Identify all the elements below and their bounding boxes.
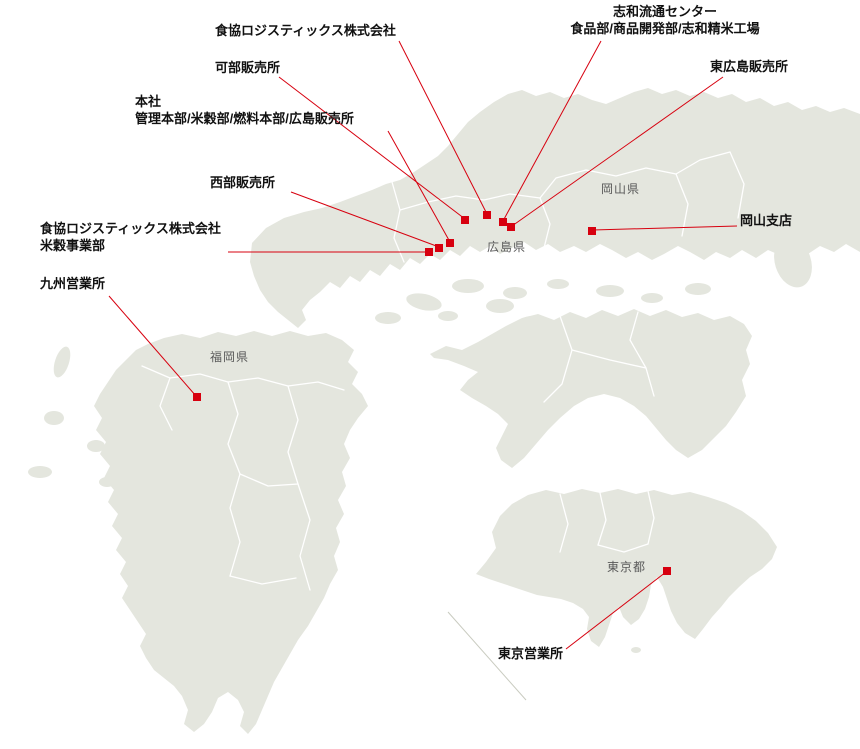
marker-shokkyo-logistics-hq: [483, 211, 491, 219]
label-okayama-branch: 岡山支店: [740, 213, 793, 228]
island: [126, 552, 154, 588]
border-line: [287, 385, 299, 485]
marker-shiwa-distribution-center: [499, 218, 507, 226]
border-line: [675, 173, 689, 237]
marker-seibu-sales-office: [435, 244, 443, 252]
label-shiwa-title: 志和流通センター: [612, 4, 717, 19]
island: [486, 299, 514, 313]
marker-kyushu-sales-office: [193, 393, 201, 401]
seto-inland-sea-islands: [375, 236, 812, 328]
border-line: [229, 473, 241, 577]
prefecture-label-tokyo: 東京都: [607, 560, 647, 574]
label-shiwa-distribution-center: 志和流通センター 食品部/商品開発部/志和精米工場: [545, 3, 785, 37]
label-head-office: 本社 管理本部/米穀部/燃料本部/広島販売所: [135, 93, 354, 127]
landmass-shikoku: [430, 309, 752, 468]
border-line: [229, 575, 297, 585]
marker-shokkyo-logistics-rice: [425, 248, 433, 256]
border-line: [391, 181, 405, 263]
border-line: [729, 151, 745, 219]
label-rice-title: 食協ロジスティックス株式会社: [40, 221, 221, 236]
island: [520, 316, 544, 328]
border-line: [571, 349, 647, 369]
label-tokyo-sales-office: 東京営業所: [498, 646, 564, 661]
marker-tokyo-sales-office: [663, 567, 671, 575]
leader-line-shokkyo-logistics-hq: [398, 40, 488, 215]
label-shokkyo-logistics-hq: 食協ロジスティックス株式会社: [215, 23, 396, 38]
island: [596, 285, 624, 297]
marker-head-office: [446, 239, 454, 247]
label-rice-sub: 米穀事業部: [40, 238, 106, 253]
border-line: [647, 490, 655, 545]
border-line: [297, 483, 311, 591]
island: [503, 287, 527, 299]
border-line: [141, 365, 345, 391]
border-line: [227, 381, 241, 475]
border-line: [597, 543, 649, 553]
location-markers: [193, 211, 671, 575]
leader-line-kabe: [278, 76, 466, 220]
island: [406, 293, 442, 311]
landmass-kanto-inset: [476, 489, 777, 647]
prefecture-borders: [141, 151, 745, 591]
island: [375, 312, 401, 324]
label-shokkyo-logistics-rice: 食協ロジスティックス株式会社 米穀事業部: [40, 220, 221, 254]
border-line: [629, 311, 655, 397]
inset-divider-line: [447, 611, 527, 701]
island: [148, 592, 168, 616]
leader-line-shiwa: [502, 40, 602, 222]
island: [631, 647, 641, 653]
island: [774, 236, 812, 288]
border-line: [597, 492, 607, 546]
border-line: [399, 193, 541, 211]
island: [685, 283, 711, 295]
leader-line-okayama-branch: [592, 225, 738, 231]
label-head-office-sub: 管理本部/米穀部/燃料本部/広島販売所: [135, 111, 354, 126]
island: [53, 346, 71, 378]
island: [438, 311, 458, 321]
prefecture-label-okayama: 岡山県: [601, 182, 641, 196]
prefecture-label-fukuoka: 福岡県: [210, 350, 250, 364]
leader-line-higashihiroshima: [511, 76, 724, 227]
leader-line-head-office: [387, 130, 451, 243]
leader-line-kyushu: [108, 295, 197, 397]
leader-lines: [108, 40, 738, 650]
west-kyushu-islands: [28, 346, 168, 616]
label-kyushu-sales-office: 九州営業所: [40, 276, 106, 291]
island: [87, 440, 105, 452]
border-line: [543, 315, 573, 403]
border-line: [559, 493, 569, 553]
border-line: [239, 473, 299, 487]
island: [44, 411, 64, 425]
island: [99, 477, 115, 487]
landmass-chugoku-honshu: [250, 88, 860, 328]
label-head-office-title: 本社: [135, 94, 162, 109]
leader-line-seibu: [290, 191, 440, 248]
border-line: [675, 151, 731, 175]
label-kabe-sales-office: 可部販売所: [215, 60, 281, 75]
island: [28, 466, 52, 478]
border-line: [159, 377, 173, 431]
border-line: [539, 167, 677, 199]
label-shiwa-sub: 食品部/商品開発部/志和精米工場: [570, 21, 760, 36]
island: [641, 293, 663, 303]
label-seibu-sales-office: 西部販売所: [210, 175, 276, 190]
leader-line-tokyo: [565, 571, 667, 650]
marker-higashihiroshima-sales-office: [507, 223, 515, 231]
island: [452, 279, 484, 293]
marker-okayama-branch: [588, 227, 596, 235]
island: [547, 279, 569, 289]
prefecture-label-hiroshima: 広島県: [487, 240, 527, 254]
landmass-kyushu: [94, 331, 368, 734]
label-higashihiroshima-sales-office: 東広島販売所: [710, 59, 789, 74]
border-line: [539, 197, 551, 249]
marker-kabe-sales-office: [461, 216, 469, 224]
